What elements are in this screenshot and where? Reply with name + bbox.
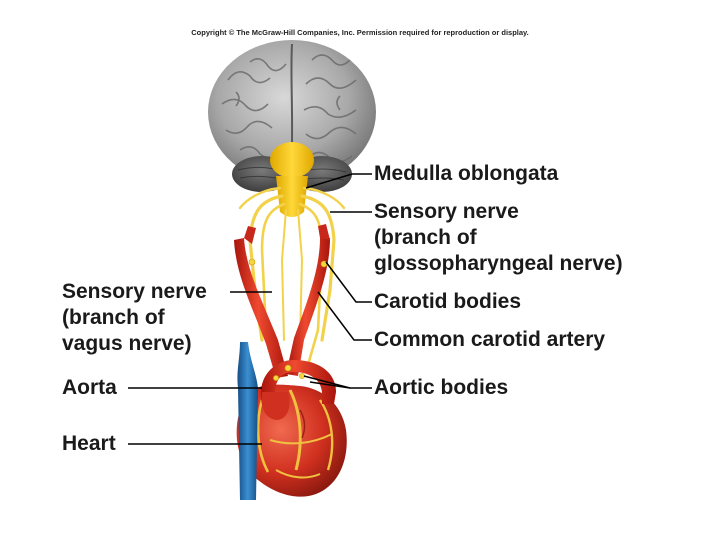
label-aorta: Aorta bbox=[62, 376, 117, 399]
copyright-notice: Copyright © The McGraw-Hill Companies, I… bbox=[191, 28, 529, 37]
label-aortic-bodies: Aortic bodies bbox=[374, 376, 509, 399]
label-glossopharyngeal-line1: Sensory nerve bbox=[374, 200, 519, 223]
label-glossopharyngeal-nerve: Sensory nerve (branch of glossopharyngea… bbox=[374, 199, 623, 277]
leader-medulla bbox=[305, 173, 372, 189]
label-vagus-line1: Sensory nerve bbox=[62, 280, 207, 303]
label-glossopharyngeal-line3: glossopharyngeal nerve) bbox=[374, 252, 623, 275]
leader-lines bbox=[128, 173, 372, 445]
label-heart: Heart bbox=[62, 432, 116, 455]
label-vagus-line3: vagus nerve) bbox=[62, 332, 192, 355]
common-carotid-arteries bbox=[234, 224, 330, 378]
vena-cava bbox=[237, 342, 258, 500]
label-vagus-nerve: Sensory nerve (branch of vagus nerve) bbox=[62, 279, 207, 357]
chemoreceptor-bodies bbox=[248, 258, 328, 381]
label-common-carotid-artery: Common carotid artery bbox=[374, 328, 606, 351]
leader-common-carotid bbox=[317, 291, 372, 341]
label-medulla-oblongata: Medulla oblongata bbox=[374, 162, 559, 185]
label-glossopharyngeal-line2: (branch of bbox=[374, 226, 477, 249]
leader-carotid-bodies bbox=[325, 261, 372, 303]
heart bbox=[236, 384, 347, 497]
medulla-oblongata bbox=[270, 142, 314, 217]
label-carotid-bodies: Carotid bodies bbox=[374, 290, 522, 313]
brain-cerebrum bbox=[208, 40, 376, 184]
aortic-arch bbox=[260, 360, 336, 420]
leader-aortic-bodies-2 bbox=[309, 381, 351, 389]
label-vagus-line2: (branch of bbox=[62, 306, 165, 329]
